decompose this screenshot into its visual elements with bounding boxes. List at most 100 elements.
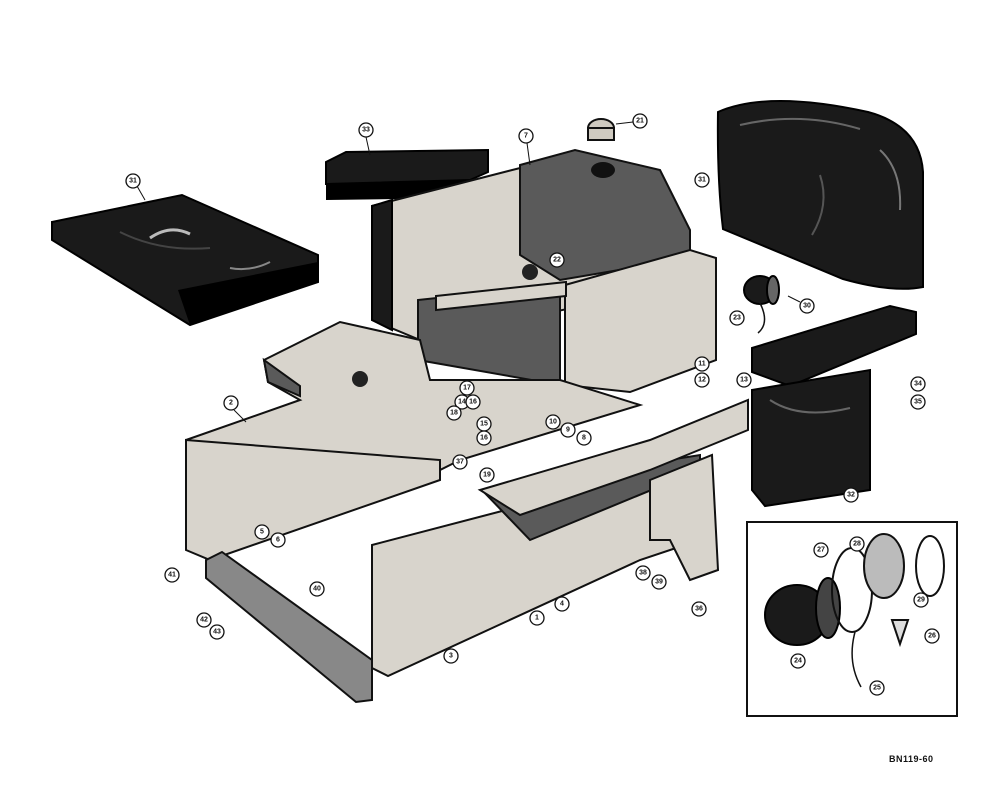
callout-6: 6 (270, 532, 286, 548)
callout-18: 18 (446, 405, 462, 421)
side-lamp (743, 275, 780, 334)
svg-text:12: 12 (698, 377, 706, 384)
svg-text:15: 15 (480, 421, 488, 428)
svg-text:18: 18 (450, 410, 458, 417)
callout-22: 22 (549, 252, 565, 268)
callout-11: 11 (694, 356, 710, 372)
svg-text:31: 31 (698, 177, 706, 184)
svg-text:23: 23 (733, 315, 741, 322)
svg-text:32: 32 (847, 492, 855, 499)
callout-26: 26 (924, 628, 940, 644)
callout-34: 33 (358, 122, 374, 156)
svg-text:3: 3 (449, 653, 453, 660)
callout-37: 36 (691, 601, 707, 617)
drawing-code-label: BN119-60 (889, 754, 934, 764)
seat-box-assembly (371, 118, 717, 394)
svg-text:16: 16 (469, 399, 477, 406)
svg-text:31: 31 (129, 178, 137, 185)
svg-text:6: 6 (276, 537, 280, 544)
svg-text:13: 13 (740, 377, 748, 384)
right-back-cushion (716, 100, 924, 290)
svg-text:2: 2 (229, 400, 233, 407)
callout-group: 31 33 7 21 31 22 30 23 11 12 13 34 35 17… (125, 113, 940, 696)
callout-5: 5 (254, 524, 270, 540)
svg-text:41: 41 (168, 572, 176, 579)
svg-text:30: 30 (803, 303, 811, 310)
svg-text:36: 36 (695, 606, 703, 613)
callout-9: 9 (560, 422, 576, 438)
callout-23: 23 (729, 310, 745, 326)
callout-28: 28 (849, 536, 865, 552)
callout-29: 29 (913, 592, 929, 608)
callout-43: 42 (196, 612, 212, 628)
callout-42: 41 (164, 567, 180, 583)
svg-text:10: 10 (549, 419, 557, 426)
svg-text:27: 27 (817, 547, 825, 554)
svg-text:42: 42 (200, 617, 208, 624)
callout-4: 4 (554, 596, 570, 612)
callout-16b: 16 (476, 430, 492, 446)
callout-17: 17 (459, 380, 475, 396)
svg-text:43: 43 (213, 629, 221, 636)
callout-8: 8 (576, 430, 592, 446)
callout-44: 43 (209, 624, 225, 640)
svg-text:33: 33 (362, 127, 370, 134)
svg-text:11: 11 (698, 361, 706, 368)
callout-13: 13 (736, 372, 752, 388)
tail-lamp-inset (746, 521, 958, 717)
svg-text:38: 38 (639, 570, 647, 577)
callout-1: 1 (529, 610, 545, 626)
svg-text:9: 9 (566, 427, 570, 434)
right-armrest (751, 304, 917, 508)
bottom-bracket (205, 550, 373, 704)
callout-32: 31 (694, 172, 710, 188)
callout-31a: 31 (125, 173, 146, 201)
callout-2: 2 (223, 395, 247, 423)
callout-36: 35 (910, 394, 926, 410)
right-side-panel (371, 398, 749, 678)
callout-10: 10 (545, 414, 561, 430)
svg-text:28: 28 (853, 541, 861, 548)
svg-text:7: 7 (524, 133, 528, 140)
callout-33: 32 (843, 487, 859, 503)
svg-text:16: 16 (480, 435, 488, 442)
callout-40: 39 (651, 574, 667, 590)
svg-text:5: 5 (260, 529, 264, 536)
callout-39: 38 (635, 565, 651, 581)
callout-15: 15 (476, 416, 492, 432)
svg-text:17: 17 (463, 385, 471, 392)
callout-41: 40 (309, 581, 325, 597)
svg-text:40: 40 (313, 586, 321, 593)
callout-7: 7 (518, 128, 534, 166)
svg-text:22: 22 (553, 257, 561, 264)
callout-25: 25 (869, 680, 885, 696)
callout-16a: 16 (465, 394, 481, 410)
svg-text:37: 37 (456, 459, 464, 466)
callout-35: 34 (910, 376, 926, 392)
svg-text:35: 35 (914, 399, 922, 406)
svg-text:14: 14 (458, 399, 466, 406)
svg-text:26: 26 (928, 633, 936, 640)
svg-text:34: 34 (914, 381, 922, 388)
left-armrest (325, 148, 489, 200)
svg-text:21: 21 (636, 118, 644, 125)
callout-38: 37 (452, 454, 468, 470)
svg-text:29: 29 (917, 597, 925, 604)
svg-text:1: 1 (535, 615, 539, 622)
callout-21: 21 (615, 113, 648, 129)
callout-12: 12 (694, 372, 710, 388)
callout-3: 3 (443, 648, 459, 664)
left-side-panel (185, 438, 441, 562)
callout-30: 30 (787, 295, 815, 314)
callout-24: 24 (790, 653, 806, 669)
svg-text:4: 4 (560, 601, 564, 608)
svg-text:24: 24 (794, 658, 802, 665)
svg-text:25: 25 (873, 685, 881, 692)
svg-text:39: 39 (655, 579, 663, 586)
left-seat-cushion (51, 193, 319, 327)
svg-text:19: 19 (483, 472, 491, 479)
svg-text:8: 8 (582, 435, 586, 442)
rear-plate (649, 453, 720, 582)
callout-19: 19 (479, 467, 495, 483)
